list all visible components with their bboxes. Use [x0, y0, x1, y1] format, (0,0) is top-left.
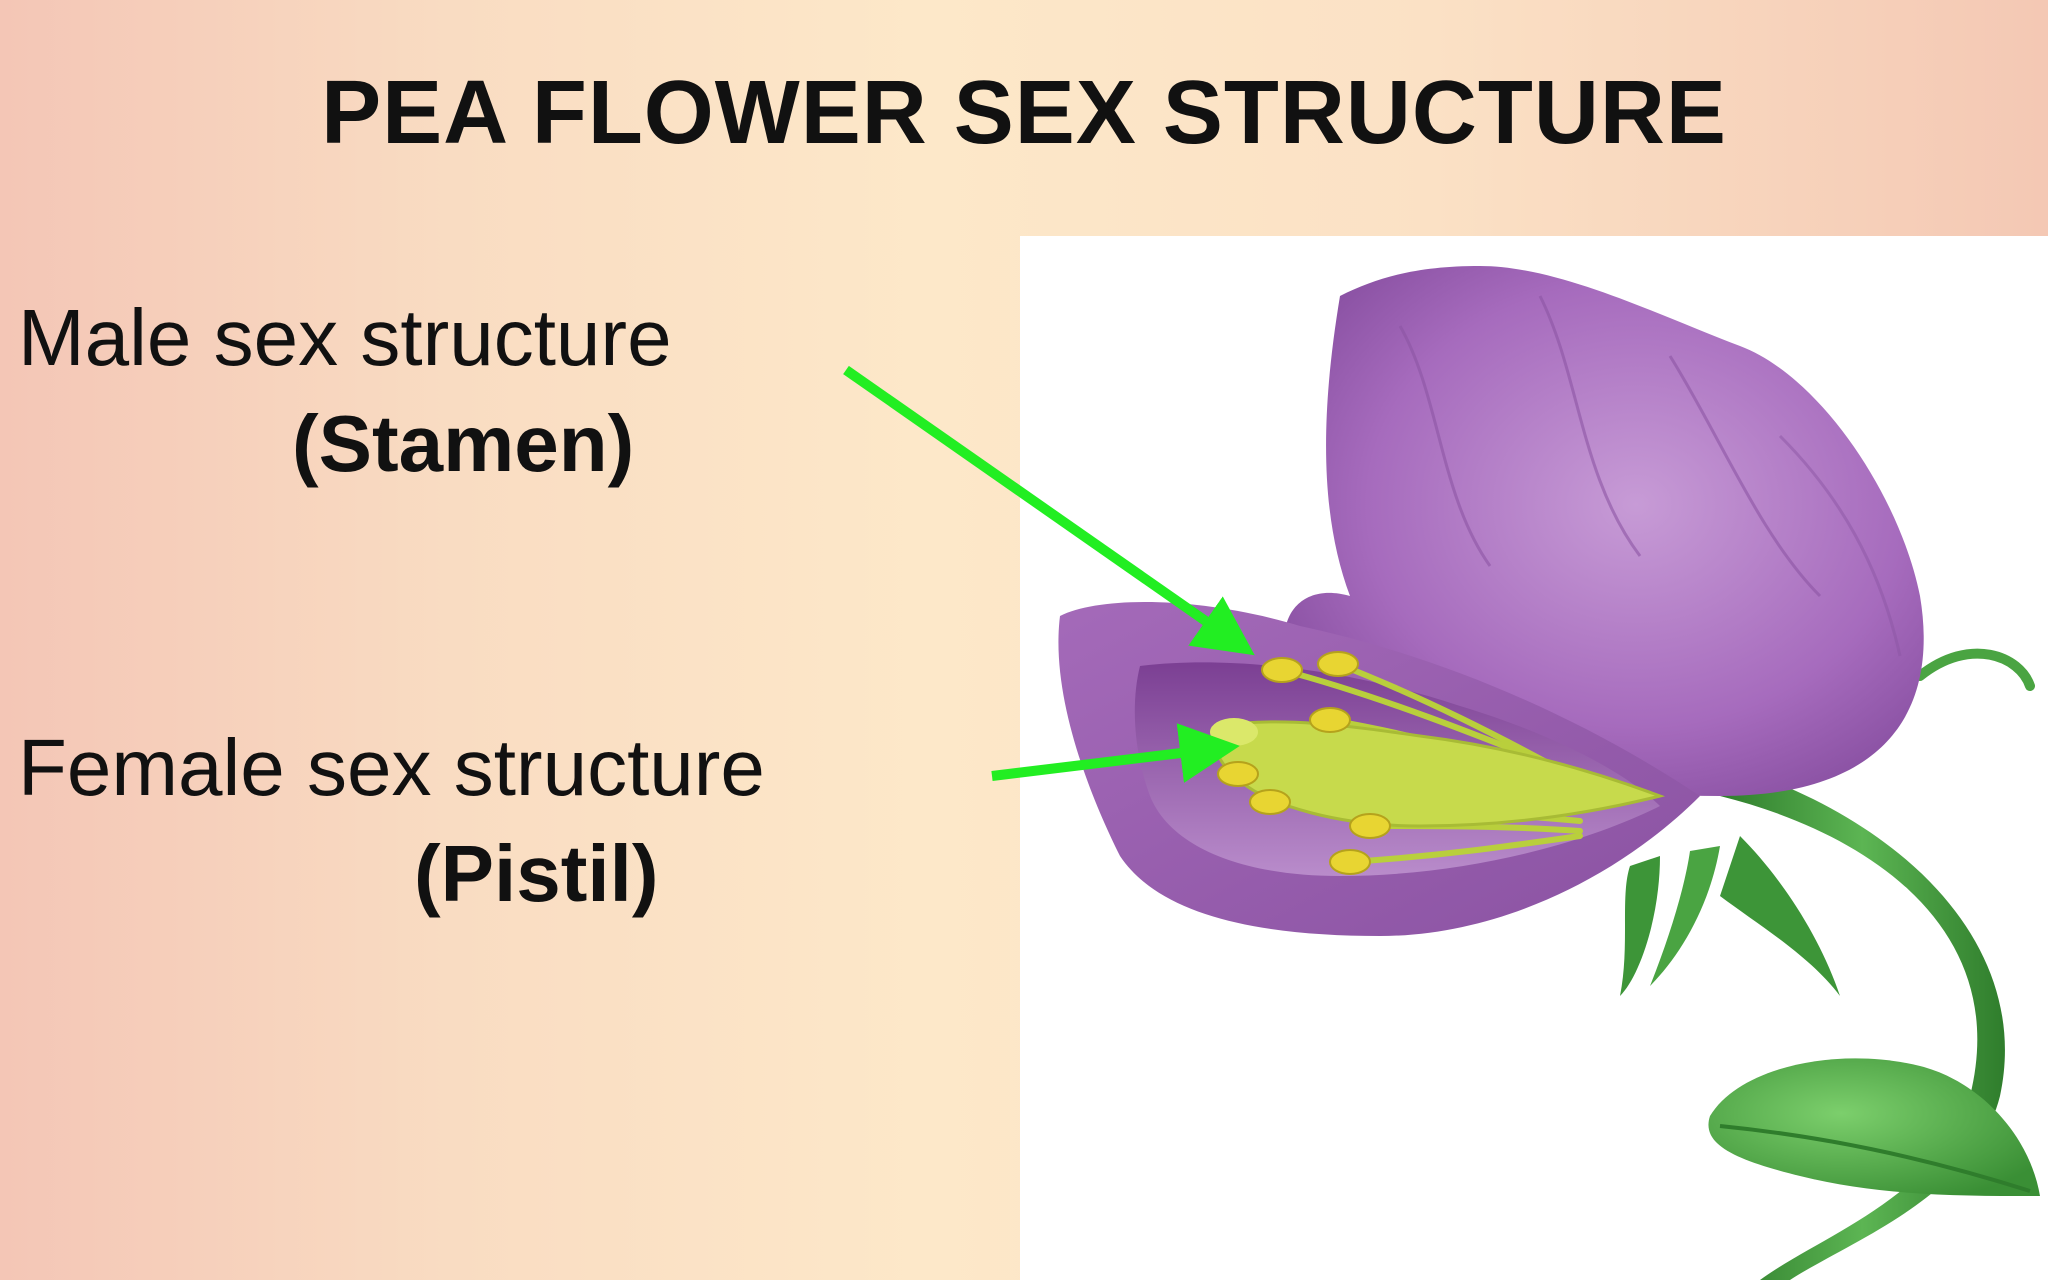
pea-flower-illustration — [1058, 266, 2040, 1280]
leaf — [1708, 1058, 2040, 1196]
stem — [1720, 776, 2005, 1280]
pistil — [1213, 720, 1666, 828]
sepal — [1650, 846, 1720, 986]
anther — [1317, 651, 1359, 677]
stamen-term: (Stamen) — [292, 399, 635, 488]
sepal — [1720, 836, 1840, 996]
sepal — [1620, 856, 1660, 996]
anther — [1329, 849, 1371, 875]
anther — [1261, 657, 1303, 683]
anther — [1249, 789, 1291, 815]
anther — [1349, 813, 1391, 839]
pistil-term: (Pistil) — [414, 829, 659, 918]
slide-title: PEA FLOWER SEX STRUCTURE — [321, 63, 1727, 163]
anther — [1309, 707, 1351, 733]
female-structure-label: Female sex structure — [18, 723, 765, 812]
standard-petal — [1284, 266, 1924, 796]
stigma — [1210, 718, 1258, 746]
flower-illustration-panel — [1020, 236, 2048, 1280]
male-structure-label: Male sex structure — [18, 293, 672, 382]
anther — [1217, 761, 1259, 787]
tendril — [1915, 648, 2035, 691]
